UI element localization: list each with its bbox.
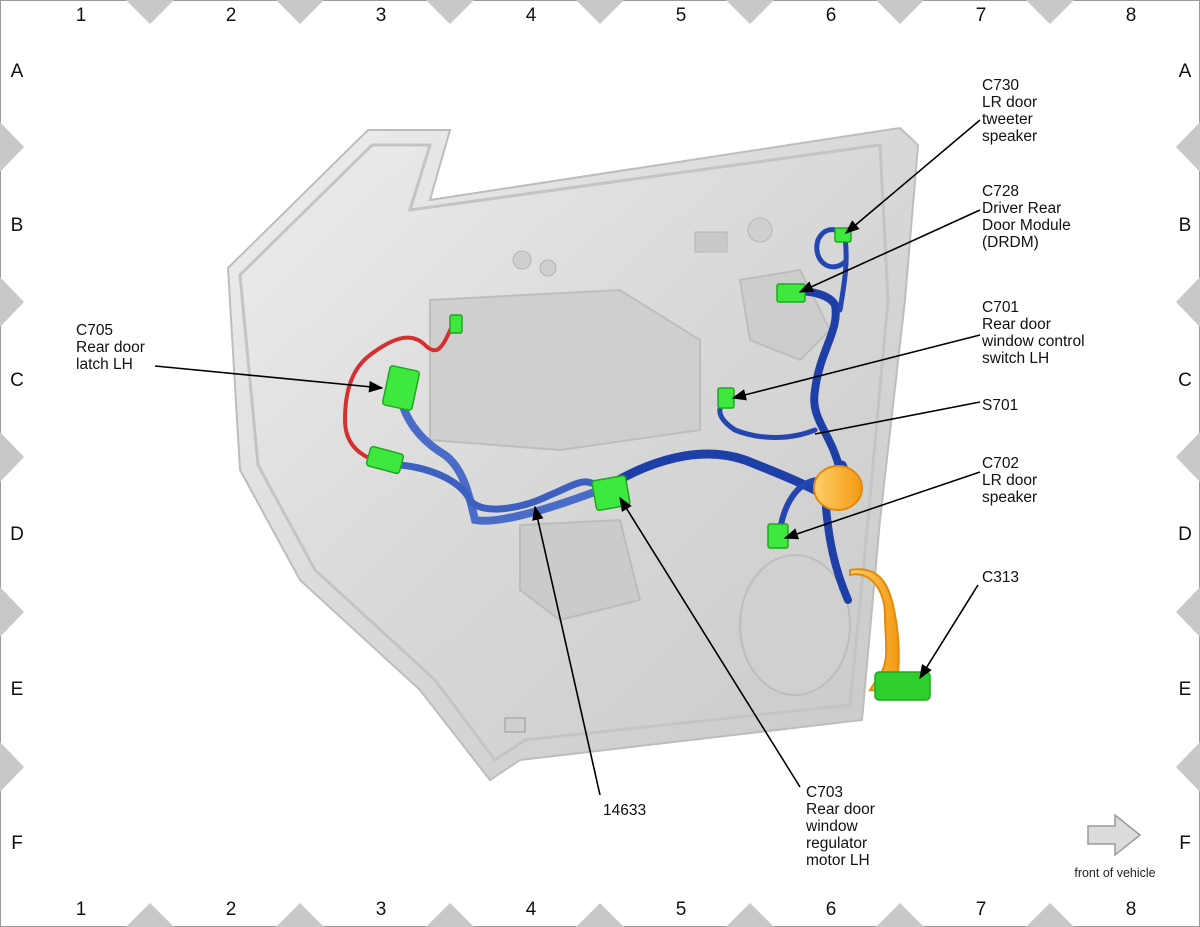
callout-c701: C701 Rear door window control switch LH [981, 299, 1089, 367]
grid-col-label: 2 [226, 5, 237, 26]
grid-col-label: 1 [76, 899, 87, 920]
grid-col-label: 8 [1126, 899, 1137, 920]
connector-latch-end [449, 314, 463, 334]
grid-row-label: F [11, 833, 23, 854]
callout-c728: C728 Driver Rear Door Module (DRDM) [982, 183, 1075, 251]
callout-c702: C702 LR door speaker [982, 455, 1041, 506]
grid-col-label: 7 [976, 899, 987, 920]
callout-c703: C703 Rear door window regulator motor LH [805, 784, 879, 869]
grid-col-label: 8 [1126, 5, 1137, 26]
grid-col-label: 1 [76, 5, 87, 26]
grid-col-label: 6 [826, 5, 837, 26]
grid-row-label: B [1179, 215, 1192, 236]
latch-harness-red [342, 319, 457, 464]
grid-col-label: 7 [976, 5, 987, 26]
grid-row-label: A [1179, 61, 1192, 82]
connector-c705-inline [365, 445, 405, 475]
grid-row-labels-right: A B C D E F [1178, 61, 1192, 854]
callout-14633: 14633 [603, 802, 646, 819]
grid-row-label: F [1179, 833, 1191, 854]
front-of-vehicle-label: front of vehicle [1074, 866, 1155, 880]
grid-row-label: D [1178, 524, 1192, 545]
grid-col-label: 5 [676, 899, 687, 920]
connector-c702 [767, 523, 789, 549]
callout-c705: C705 Rear door latch LH [76, 322, 149, 373]
callout-s701: S701 [982, 397, 1018, 414]
front-of-vehicle-indicator: front of vehicle [1074, 813, 1156, 880]
grid-row-label: A [11, 61, 24, 82]
callout-c313: C313 [982, 569, 1019, 586]
connector-c705 [381, 365, 421, 411]
grid-row-label: E [1179, 679, 1192, 700]
grid-col-label: 2 [226, 899, 237, 920]
connector-c701 [717, 387, 735, 409]
connector-c728 [776, 283, 806, 303]
grid-col-label: 4 [526, 899, 537, 920]
rear-door-inner-panel [226, 126, 920, 782]
grid-row-label: E [11, 679, 24, 700]
callout-leaders [154, 119, 981, 796]
grid-col-label: 3 [376, 5, 387, 26]
grid-row-labels-left: A B C D E F [10, 61, 24, 854]
grid-col-label: 4 [526, 5, 537, 26]
grid-column-labels-bottom: 1 2 3 4 5 6 7 8 [76, 899, 1137, 920]
grid-col-label: 3 [376, 899, 387, 920]
grid-col-label: 6 [826, 899, 837, 920]
grid-row-label: C [1178, 370, 1192, 391]
grid-row-label: B [11, 215, 24, 236]
grid-row-label: C [10, 370, 24, 391]
grid-column-labels-top: 1 2 3 4 5 6 7 8 [76, 5, 1137, 26]
arrow-right-icon [1087, 813, 1142, 857]
grid-col-label: 5 [676, 5, 687, 26]
callout-c730: C730 LR door tweeter speaker [982, 77, 1041, 145]
grid-row-label: D [10, 524, 24, 545]
connector-c313 [874, 671, 931, 701]
